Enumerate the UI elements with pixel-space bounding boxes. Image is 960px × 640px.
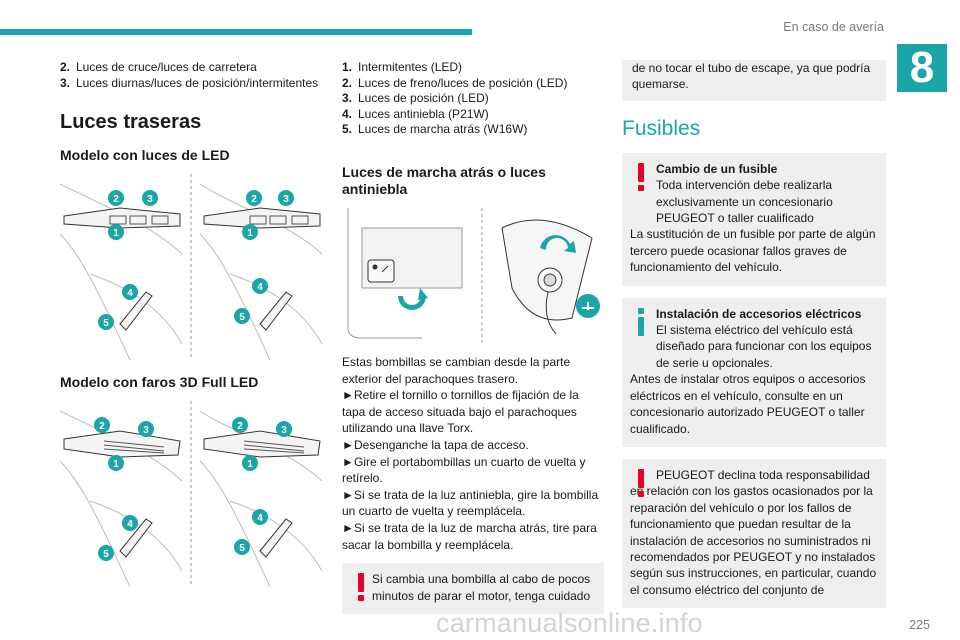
callout-5: 5 [239, 543, 245, 554]
callout-1: 1 [113, 459, 119, 470]
rear-lights-list: 1.Intermitentes (LED) 2.Luces de freno/l… [342, 60, 604, 138]
note-continued: de no tocar el tubo de escape, ya que po… [622, 60, 886, 101]
list-item: 1.Intermitentes (LED) [342, 60, 463, 74]
callout-4: 4 [127, 519, 133, 530]
callout-1: 1 [247, 228, 253, 239]
callout-2: 2 [251, 194, 257, 205]
section-title-fuses: Fusibles [622, 116, 701, 140]
arrow-bullet-icon: ► [342, 437, 354, 452]
callout-5: 5 [103, 549, 109, 560]
arrow-bullet-icon: ► [342, 487, 354, 502]
step-item: ►Gire el portabombillas un cuarto de vue… [342, 454, 586, 486]
callout-2: 2 [237, 421, 243, 432]
column-2: 1.Intermitentes (LED) 2.Luces de freno/l… [342, 60, 604, 614]
rear-light-illustration-led: 2 3 1 4 5 2 3 1 4 5 [59, 174, 323, 361]
list-item: 3.Luces diurnas/luces de posición/interm… [60, 75, 319, 90]
step-item: ►Si se trata de la luz antiniebla, gire … [342, 487, 599, 519]
warning-note-fuse-change: Cambio de un fusible Toda intervención d… [622, 152, 886, 286]
callout-5: 5 [239, 312, 245, 323]
warning-note-liability: PEUGEOT declina toda responsabilidad en … [622, 458, 886, 609]
list-item: 2.Luces de freno/luces de posición (LED) [342, 75, 568, 90]
step-item: ►Si se trata de la luz de marcha atrás, … [342, 520, 597, 552]
headlamp-list: 2.Luces de cruce/luces de carretera 3.Lu… [60, 60, 328, 91]
subsection-led-model: Modelo con luces de LED [60, 147, 230, 164]
figure-3d-rear-lights: 2 3 1 4 5 2 3 1 4 5 [59, 401, 328, 588]
callout-2: 2 [99, 421, 105, 432]
figure-reverse-fog-bulb [342, 207, 604, 344]
arrow-bullet-icon: ► [342, 388, 354, 403]
steps-list: ►Retire el tornillo o tornillos de fijac… [342, 387, 604, 553]
warning-exclamation-icon [638, 468, 644, 497]
figure-led-rear-lights: 2 3 1 4 5 2 3 1 4 5 [59, 174, 328, 361]
callout-1: 1 [113, 228, 119, 239]
intro-text: Estas bombillas se cambian desde la part… [342, 354, 571, 386]
info-note-electrical-accessories: Instalación de accesorios eléctricos El … [622, 297, 886, 447]
page-header-title: En caso de avería [783, 20, 884, 34]
info-icon [638, 307, 644, 336]
column-3: de no tocar el tubo de escape, ya que po… [622, 60, 886, 609]
chapter-badge: 8 [897, 44, 947, 92]
bulb-replacement-illustration [347, 207, 600, 344]
callout-4: 4 [257, 282, 263, 293]
list-item: 4.Luces antiniebla (P21W) [342, 106, 489, 121]
step-item: ►Retire el tornillo o tornillos de fijac… [342, 388, 579, 436]
arrow-bullet-icon: ► [342, 454, 354, 469]
callout-1: 1 [247, 459, 253, 470]
section-title-rear-lights: Luces traseras [60, 111, 202, 134]
callout-3: 3 [143, 425, 149, 436]
column-1: 2.Luces de cruce/luces de carretera 3.Lu… [59, 60, 328, 588]
header-accent-bar [0, 29, 472, 35]
watermark-text: carmanualsonline.info [436, 608, 703, 638]
subsection-reverse-fog-lights: Luces de marcha atrás o luces antiniebla [342, 163, 546, 197]
page-number: 225 [909, 618, 930, 632]
callout-4: 4 [127, 288, 133, 299]
note-title: Cambio de un fusible [656, 161, 778, 176]
subsection-3d-full-led-model: Modelo con faros 3D Full LED [60, 374, 259, 391]
callout-5: 5 [103, 318, 109, 329]
callout-3: 3 [281, 425, 287, 436]
callout-4: 4 [257, 513, 263, 524]
list-item: 3.Luces de posición (LED) [342, 91, 489, 106]
callout-2: 2 [113, 194, 119, 205]
warning-note-hot-exhaust: Si cambia una bombilla al cabo de pocos … [342, 563, 604, 614]
warning-exclamation-icon [638, 162, 644, 191]
callout-3: 3 [147, 194, 153, 205]
callout-3: 3 [283, 194, 289, 205]
note-title: Instalación de accesorios eléctricos [656, 306, 862, 321]
warning-exclamation-icon [358, 573, 364, 602]
step-item: ►Desenganche la tapa de acceso. [342, 437, 529, 452]
rear-light-illustration-3d: 2 3 1 4 5 2 3 1 4 5 [59, 401, 323, 588]
list-item: 2.Luces de cruce/luces de carretera [60, 60, 257, 74]
list-item: 5.Luces de marcha atrás (W16W) [342, 122, 528, 137]
arrow-bullet-icon: ► [342, 520, 354, 535]
